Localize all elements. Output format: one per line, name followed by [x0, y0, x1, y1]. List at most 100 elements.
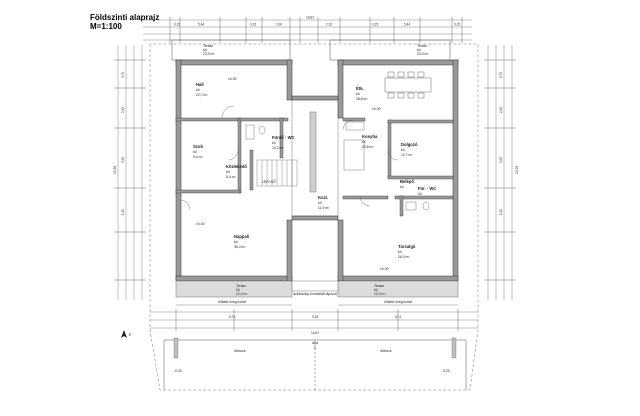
top-dim-2: 5,44 — [198, 23, 204, 27]
drawing-title-text: Földszinti alaprajz — [90, 13, 160, 22]
terrace-bottom-right-name: Terasz — [374, 284, 384, 288]
room-konyha-sub: kő — [362, 140, 366, 144]
dining-table — [384, 71, 432, 99]
room-kozl-name: Kozl. — [318, 195, 328, 200]
north-arrow-icon — [121, 330, 127, 338]
terrace-bottom-right-sub: kő — [374, 288, 378, 292]
room-hall-area: 22,7 m² — [196, 93, 208, 97]
terrace-edge-left: előtető öveg korlát — [218, 300, 246, 304]
terrace-edge-right: előtető öveg korlát — [384, 300, 412, 304]
room-kozlekedo-sub: kő — [226, 170, 230, 174]
room-furdo2-name: Für. - WC — [418, 186, 436, 191]
terrace-top-right: Terasz kő 23,0 m² — [417, 44, 429, 56]
top-overall-dimension: 18,82 — [306, 16, 314, 20]
top-dim-5: 2,92 — [326, 23, 332, 27]
interior-walls — [175, 117, 454, 217]
room-belepo: Belépő kő — [400, 179, 414, 189]
bathroom-fixtures — [245, 121, 430, 211]
room-nappali-area: 36,4 m² — [234, 245, 246, 249]
drawing-title: Földszinti alaprajz M=1:100 — [90, 13, 159, 31]
room-tarsalgo: Társalgó kő 26,0 m² ±0.00 — [380, 244, 416, 271]
plot-fence — [163, 339, 467, 390]
right-dim-4: 1,20 — [499, 209, 503, 215]
bottom-dimension-ticks — [175, 309, 459, 331]
room-szob-area: 9,4 m² — [193, 155, 203, 159]
room-kozl-area: 11,9 m² — [318, 206, 330, 210]
room-dolgozo-sub: kő — [401, 148, 405, 152]
terrace-top-left-name: Terasz — [203, 44, 213, 48]
room-kozlekedo-area: 8,4 m² — [226, 175, 236, 179]
room-hall: Hall kő 22,7 m² ±0.00 — [196, 77, 237, 97]
room-etkezo-area: 28,8 m² — [356, 97, 368, 101]
drawing-scale-text: M=1:100 — [90, 22, 122, 31]
bottom-dimension-chain — [150, 311, 478, 329]
terrace-bottom-left-area: 12,0 m² — [236, 292, 248, 296]
door-swings — [179, 105, 399, 211]
bottom-dim-2: 0,38 — [312, 315, 318, 319]
right-dimension-ticks — [484, 59, 516, 281]
plot-right-label: tűrbuck — [380, 349, 391, 353]
stair-label: LÉPCSŐ — [262, 179, 276, 184]
terrace-bottom-left: Terasz kő 12,0 m² — [236, 284, 248, 296]
room-tarsalgo-name: Társalgó — [398, 244, 416, 249]
room-nappali: Nappali kő 36,4 m² ±0.00 — [196, 222, 249, 249]
room-furdo2: Für. - WC kő — [418, 186, 436, 196]
room-hall-name: Hall — [196, 82, 204, 87]
room-dolgozo: Dolgozó kő 12,7 m² — [401, 142, 418, 157]
exterior-walls — [175, 59, 459, 282]
top-terraces — [171, 39, 451, 61]
room-szob-name: Szob — [193, 144, 203, 149]
room-kozl-sub: kő — [318, 201, 322, 205]
room-etkezo-sub: kő — [356, 92, 360, 96]
terrace-bottom-right: Terasz kő 12,0 m² — [374, 284, 386, 296]
street-level: 0 — [314, 346, 316, 350]
left-dim-1: 3,75 — [121, 72, 125, 78]
top-dim-6: 0,15 — [372, 23, 378, 27]
terrace-bottom-right-area: 12,0 m² — [374, 292, 386, 296]
top-dim-7: 5,44 — [404, 23, 410, 27]
room-furdo: Fürdő - WC kő 10,2 m² — [272, 135, 295, 150]
right-dimension-chain — [487, 45, 513, 300]
room-szob-sub: kő — [193, 150, 197, 154]
plot-boundary — [149, 43, 479, 391]
right-dim-1: 3,75 — [499, 72, 503, 78]
plot-left-level: -0,30 — [174, 369, 182, 373]
room-etkezo-name: Étk. — [356, 86, 364, 91]
room-belepo-sub: kő — [400, 185, 404, 189]
room-etkezo-level: ±0.00 — [372, 107, 381, 111]
terrace-top-left-area: 23,0 m² — [203, 52, 215, 56]
room-kozl: Kozl. kő 11,9 m² — [318, 195, 330, 210]
room-furdo-name: Fürdő - WC — [272, 135, 295, 140]
room-kozlekedo-name: Közlekedő — [226, 164, 247, 169]
north-arrow-label: É — [129, 332, 132, 337]
top-dimension-ticks — [169, 17, 463, 43]
room-furdo-sub: kő — [272, 141, 276, 145]
central-block — [291, 99, 365, 217]
plot-posts — [173, 337, 457, 359]
top-dim-8: 0,15 — [454, 23, 460, 27]
top-dim-3: 0,15 — [250, 23, 256, 27]
bottom-dim-1: 8,74 — [229, 315, 235, 319]
room-furdo-area: 10,2 m² — [272, 146, 284, 150]
right-overall-dimension: 15,28 — [515, 166, 519, 174]
room-konyha-area: 23,8 m² — [362, 145, 374, 149]
plot-left-label: tűrbuck — [234, 349, 245, 353]
room-etkezo: Étk. kő 28,8 m² ±0.00 — [356, 86, 381, 111]
room-nappali-level: ±0.00 — [196, 222, 205, 226]
room-hall-level: ±0.00 — [228, 77, 237, 81]
room-nappali-name: Nappali — [234, 234, 249, 239]
room-szob: Szob kő 9,4 m² — [193, 144, 203, 159]
plot-right-level: -0,20 — [442, 369, 450, 373]
left-dim-2: 2,40 — [121, 107, 125, 113]
north-arrow: É — [121, 330, 132, 338]
room-dolgozo-name: Dolgozó — [401, 142, 418, 147]
left-overall-dimension: 15,28 — [113, 166, 117, 174]
top-dim-4: 0,90 — [276, 23, 282, 27]
terrace-bottom-left-sub: kő — [236, 288, 240, 292]
top-dimension-chain — [143, 19, 472, 41]
room-kozlekedo: Közlekedő kő 8,4 m² — [226, 164, 247, 179]
bottom-dim-3: 8,74 — [395, 315, 401, 319]
terrace-bottom-left-name: Terasz — [236, 284, 246, 288]
left-dimension-ticks — [114, 59, 146, 281]
